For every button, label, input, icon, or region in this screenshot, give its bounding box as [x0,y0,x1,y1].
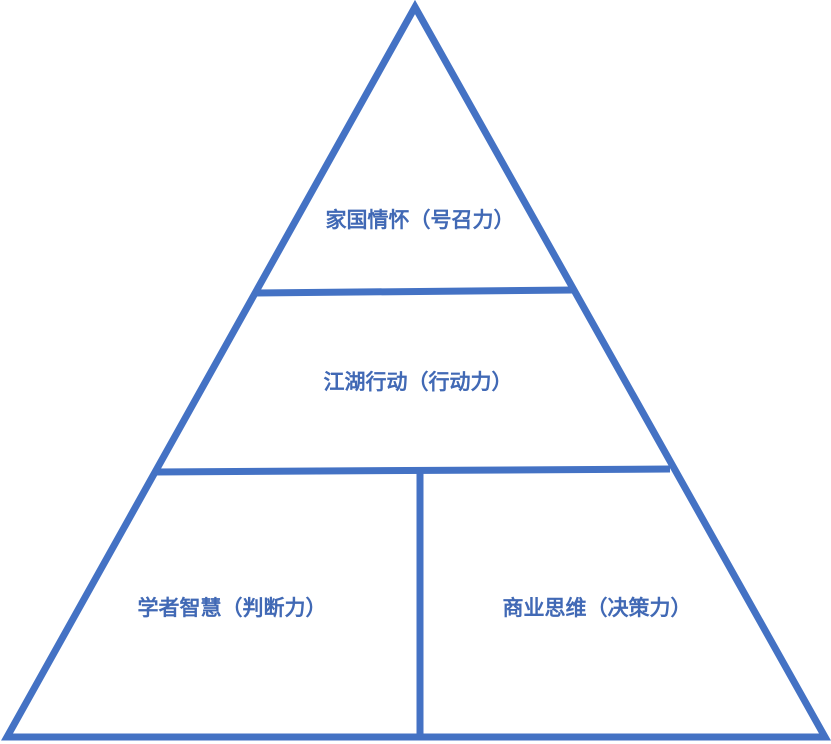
divider-top [255,286,575,297]
level-top-label: 家国情怀（号召力） [325,208,515,232]
level-bottom-left-label: 学者智慧（判断力） [137,596,327,620]
divider-middle [154,465,671,476]
level-middle-label: 江湖行动（行动力） [323,370,513,394]
level-bottom-right-label: 商业思维（决策力） [502,596,692,620]
